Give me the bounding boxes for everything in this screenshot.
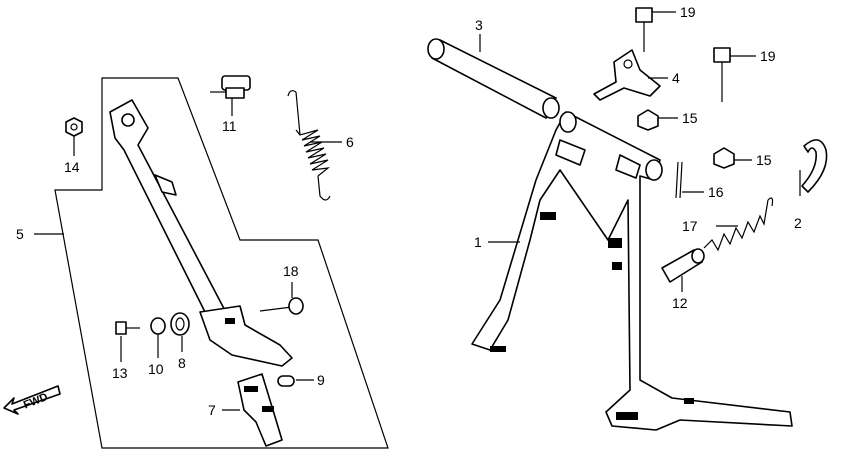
bracket-4 (593, 49, 661, 101)
nut-15-b (713, 147, 735, 169)
callout-18: 18 (283, 263, 299, 279)
callout-14: 14 (64, 159, 80, 175)
callout-11: 11 (222, 118, 237, 134)
callout-19-b: 19 (760, 48, 776, 64)
collar-8 (170, 312, 190, 336)
callout-17: 17 (682, 218, 698, 234)
callout-1: 1 (474, 234, 482, 250)
callout-4: 4 (672, 70, 680, 86)
nut-14 (65, 117, 83, 137)
callout-7: 7 (208, 402, 216, 418)
cotter-pin-16 (675, 161, 683, 199)
bolt-19-b (713, 47, 731, 102)
callout-10: 10 (148, 361, 164, 377)
callout-19-a: 19 (680, 4, 696, 20)
callout-9: 9 (317, 372, 325, 388)
bolt-18 (259, 297, 304, 315)
washer-10 (150, 317, 166, 335)
callout-15-b: 15 (756, 152, 772, 168)
pipe-3 (427, 38, 560, 119)
callout-12: 12 (672, 295, 688, 311)
stopper-9 (277, 375, 295, 387)
callout-13: 13 (112, 365, 128, 381)
callout-5: 5 (16, 226, 24, 242)
spring-17 (703, 197, 774, 252)
side-stand-arm (109, 99, 293, 367)
bracket-7 (237, 373, 283, 447)
callout-3: 3 (475, 17, 483, 33)
leader-lines (34, 11, 801, 411)
collar-12 (661, 248, 705, 283)
clip-2 (801, 139, 828, 193)
fwd-label: FWD (22, 391, 50, 412)
callout-2: 2 (794, 215, 802, 231)
main-stand-1 (471, 111, 793, 431)
bolt-13 (115, 321, 140, 335)
callout-6: 6 (346, 134, 354, 150)
side-stand-group-outline (54, 77, 389, 449)
callout-8: 8 (178, 355, 186, 371)
spring-6 (287, 90, 331, 201)
nut-15-a (637, 109, 659, 131)
pivot-bolt-11 (210, 75, 251, 99)
callout-15-a: 15 (682, 110, 698, 126)
bolt-19-a (635, 7, 653, 52)
callout-16: 16 (708, 184, 724, 200)
fwd-arrow: FWD (3, 385, 61, 415)
